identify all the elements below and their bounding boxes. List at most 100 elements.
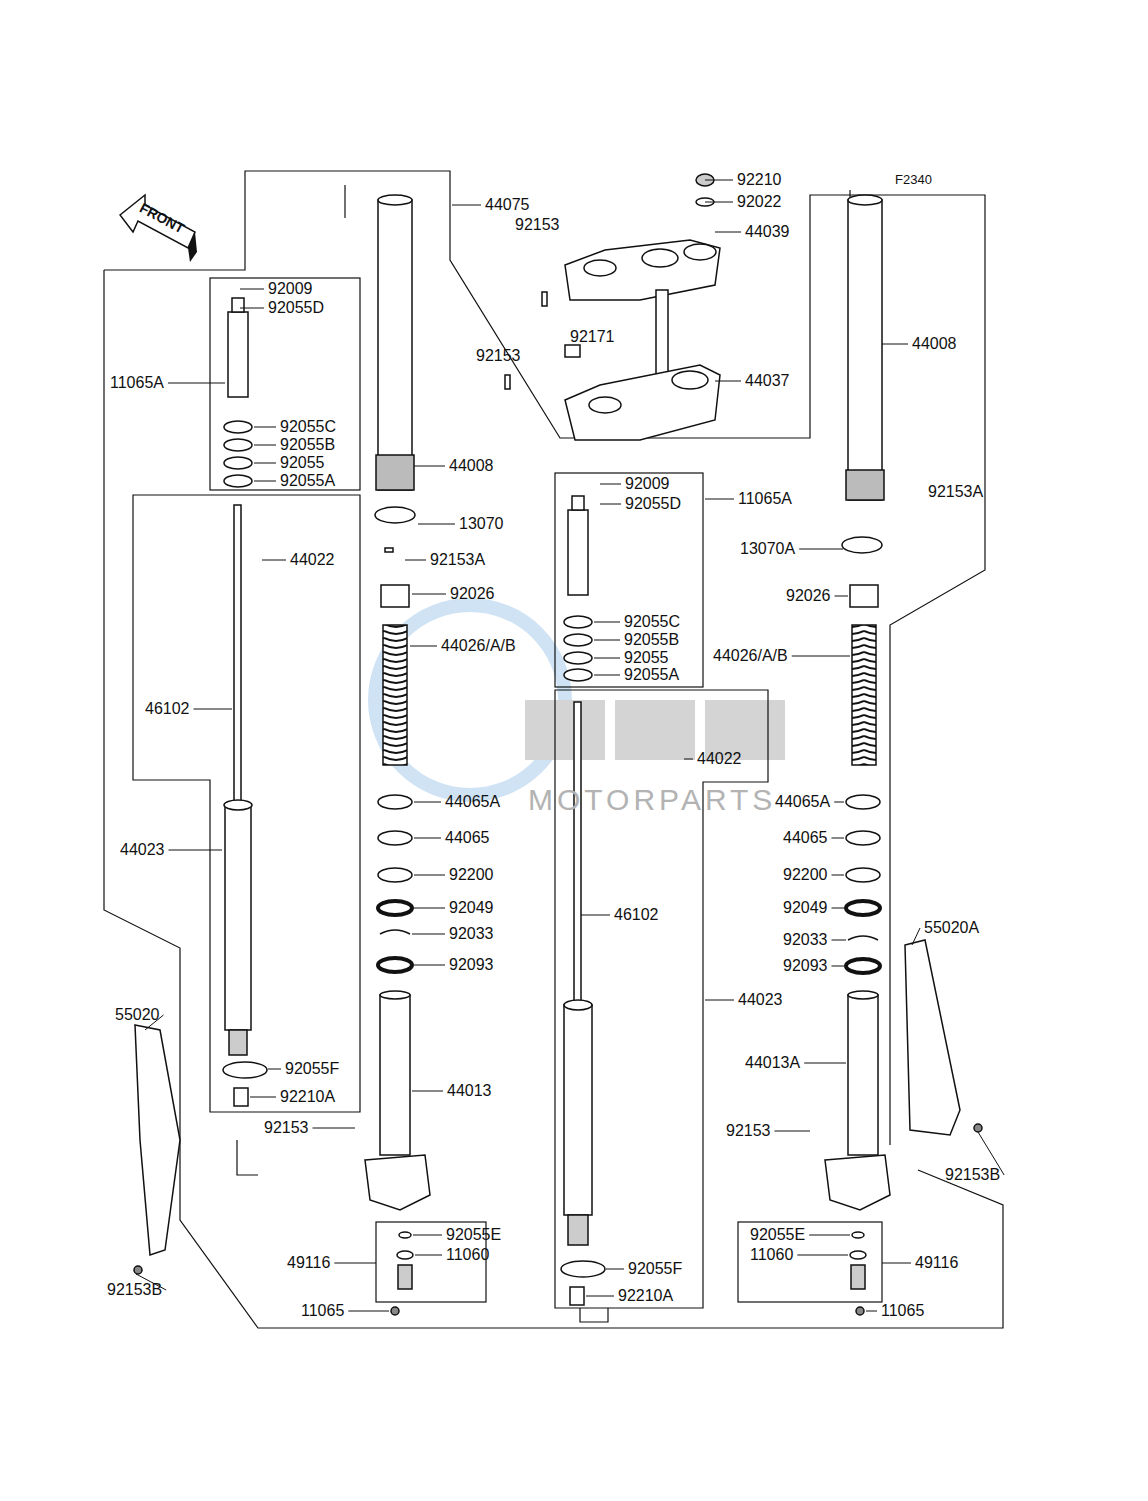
callout-number: 92055D [268, 299, 324, 317]
callout-number: 92009 [625, 475, 670, 493]
callout-number: 55020A [924, 919, 979, 937]
leader-line [414, 466, 445, 467]
callout-number: 11065 [881, 1302, 924, 1320]
callout-number: 92009 [268, 280, 313, 298]
callout-number: 92153A [928, 483, 983, 501]
callout-number: 44022 [697, 750, 742, 768]
leader-line [313, 1128, 356, 1129]
leader-line [412, 594, 446, 595]
watermark-logo [525, 700, 785, 760]
fork-parts [134, 174, 982, 1315]
leader-line [414, 838, 441, 839]
leader-line [594, 658, 620, 659]
leader-line [586, 1296, 614, 1297]
leader-line [415, 1255, 442, 1256]
callout-number: 46102 [614, 906, 659, 924]
leader-line [594, 675, 620, 676]
leader-line [809, 1235, 850, 1236]
leader-line [410, 646, 437, 647]
callout-number: 92055E [750, 1226, 805, 1244]
leader-line [452, 205, 481, 206]
leader-line [414, 908, 445, 909]
leader-line [797, 1255, 848, 1256]
leader-line [715, 381, 741, 382]
callout-number: 92055 [280, 454, 325, 472]
leader-line [240, 308, 264, 309]
callout-number: 11065 [301, 1302, 344, 1320]
front-arrow-shade [188, 232, 197, 262]
callout-number: 46102 [145, 700, 190, 718]
leader-line [715, 232, 741, 233]
leader-line [832, 966, 845, 967]
callout-number: 92055D [625, 495, 681, 513]
callout-number: 11060 [750, 1246, 793, 1264]
callout-number: 92153 [726, 1122, 771, 1140]
leader-line [832, 940, 847, 941]
callout-number: 92171 [570, 328, 615, 346]
leader-line [169, 850, 223, 851]
callout-number: 92026 [450, 585, 495, 603]
leader-line [600, 504, 621, 505]
callout-number: 44065 [783, 829, 828, 847]
callout-number: 92210A [618, 1287, 673, 1305]
leader-line [254, 445, 276, 446]
leader-line [412, 1091, 443, 1092]
callout-number: 92055 [624, 649, 669, 667]
callout-number: 92200 [783, 866, 828, 884]
group-frame [104, 171, 1003, 1328]
leader-line [832, 875, 845, 876]
leader-line [250, 1097, 276, 1098]
callout-number: 55020 [115, 1006, 160, 1024]
callout-number: 44008 [449, 457, 494, 475]
callout-number: 44037 [745, 372, 790, 390]
callout-number: 44039 [745, 223, 790, 241]
sheet-code: F2340 [895, 171, 932, 189]
callout-number: 92153 [264, 1119, 309, 1137]
callout-number: 44075 [485, 196, 530, 214]
callout-number: 11065A [110, 374, 164, 392]
callout-number: 92033 [783, 931, 828, 949]
callout-number: 92200 [449, 866, 494, 884]
leader-line [594, 622, 620, 623]
leader-line [705, 1000, 734, 1001]
leader-line [912, 928, 920, 945]
callout-number: 92055F [285, 1060, 339, 1078]
callout-number: 92055A [280, 472, 335, 490]
callout-number: 92210A [280, 1088, 335, 1106]
callout-number: 92055E [446, 1226, 501, 1244]
leader-line [705, 180, 733, 181]
callout-number: 44023 [738, 991, 783, 1009]
leader-line [348, 1311, 389, 1312]
callout-number: 92049 [783, 899, 828, 917]
leader-line [418, 524, 455, 525]
leader-line [600, 484, 621, 485]
callout-number: 92055A [624, 666, 679, 684]
leader-line [882, 1263, 911, 1264]
callout-number: 44023 [120, 841, 165, 859]
leader-line [594, 640, 620, 641]
leader-line [775, 1131, 811, 1132]
leader-line [684, 759, 693, 760]
leader-line [168, 383, 225, 384]
callout-number: 92210 [737, 171, 782, 189]
leader-line [834, 802, 844, 803]
leader-line [705, 202, 733, 203]
leader-line [254, 481, 276, 482]
callout-number: 44026/A/B [441, 637, 516, 655]
callout-number: 49116 [915, 1254, 958, 1272]
callout-number: 92055F [628, 1260, 682, 1278]
leader-line [581, 915, 610, 916]
leader-line [414, 802, 441, 803]
callout-number: 44065A [445, 793, 500, 811]
front-arrow [120, 195, 195, 248]
leader-line [240, 289, 264, 290]
callout-number: 92153B [107, 1281, 162, 1299]
callout-number: 92055B [280, 436, 335, 454]
callout-number: 44065A [775, 793, 830, 811]
leader-line [334, 1263, 376, 1264]
leader-line [832, 908, 845, 909]
callout-number: 44026/A/B [713, 647, 788, 665]
callout-number: 92093 [783, 957, 828, 975]
callout-number: 11065A [738, 490, 792, 508]
